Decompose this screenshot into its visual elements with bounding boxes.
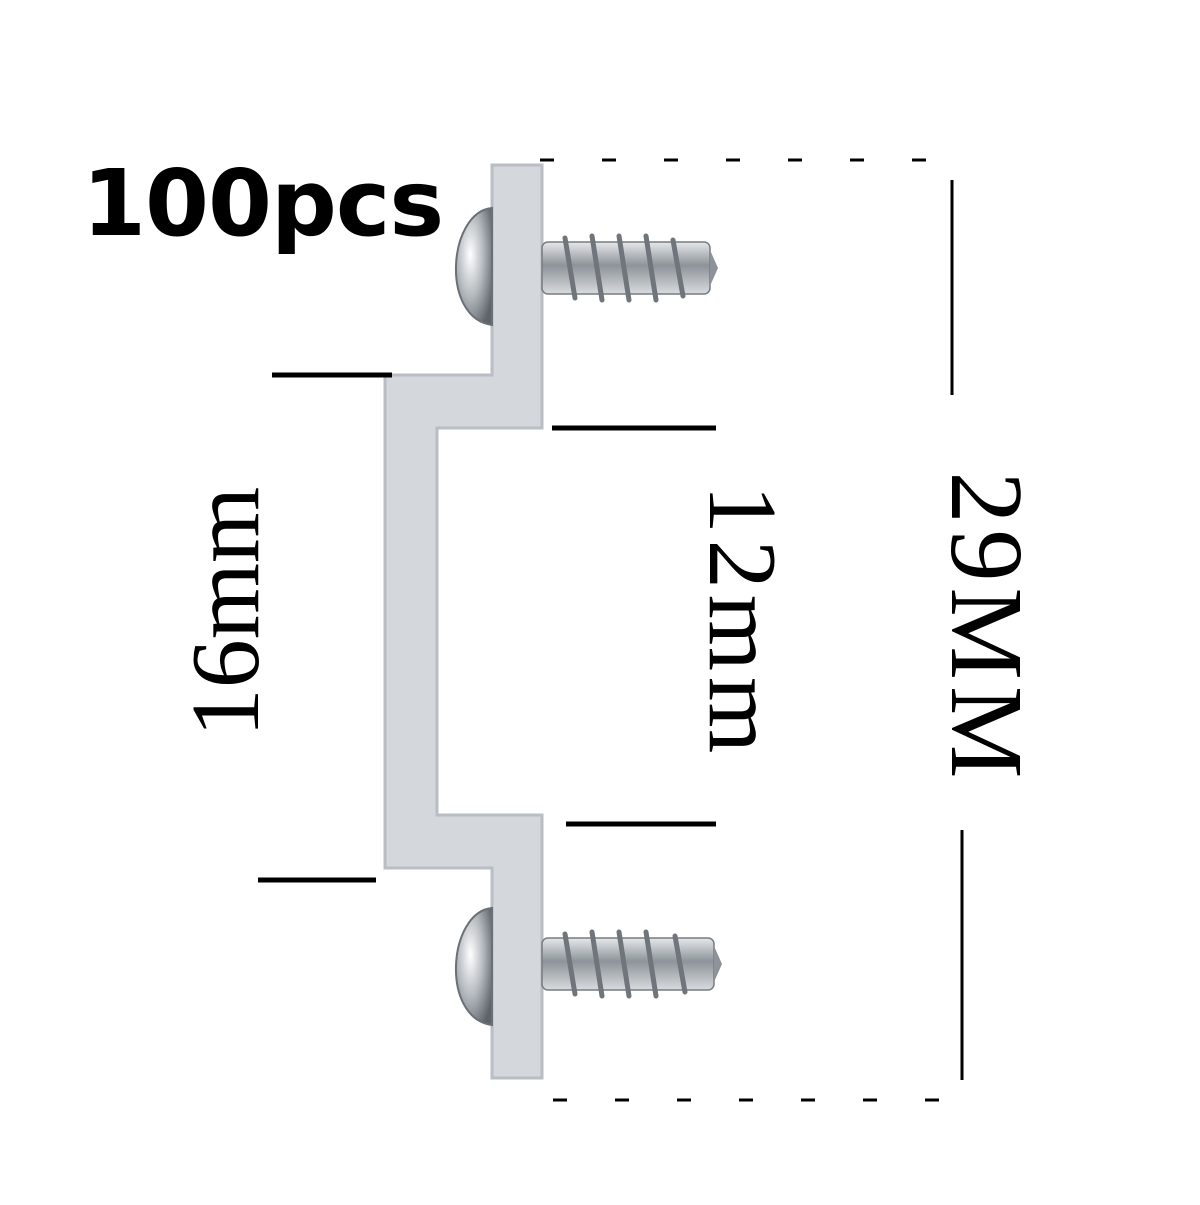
screw-icon [454,906,722,1027]
quantity-label: 100pcs [82,150,444,257]
dimension-label-12mm: 12mm [688,484,796,760]
dimension-label-16mm: 16mm [172,486,280,738]
dimension-label-29mm: 29MM [929,471,1044,785]
screw-icon [454,206,718,327]
